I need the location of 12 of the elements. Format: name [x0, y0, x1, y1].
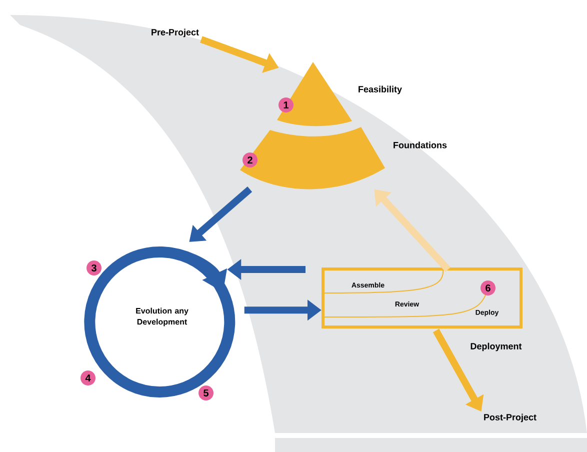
callout-number: 2 [242, 152, 258, 168]
phase-label: Feasibility [358, 86, 402, 94]
phase-label: Post-Project [484, 414, 536, 422]
callout-number: 3 [86, 260, 102, 276]
cycle-label: Evolution any Development [136, 308, 188, 326]
callout-number: 5 [198, 385, 214, 400]
phase-label: Pre-Project [152, 28, 199, 38]
phase-label: Foundations [394, 142, 447, 148]
callout-number: 1 [278, 98, 294, 112]
callout-number: 6 [480, 280, 496, 296]
phase-label: Deployment [470, 342, 522, 352]
callout-number: 4 [80, 370, 96, 386]
